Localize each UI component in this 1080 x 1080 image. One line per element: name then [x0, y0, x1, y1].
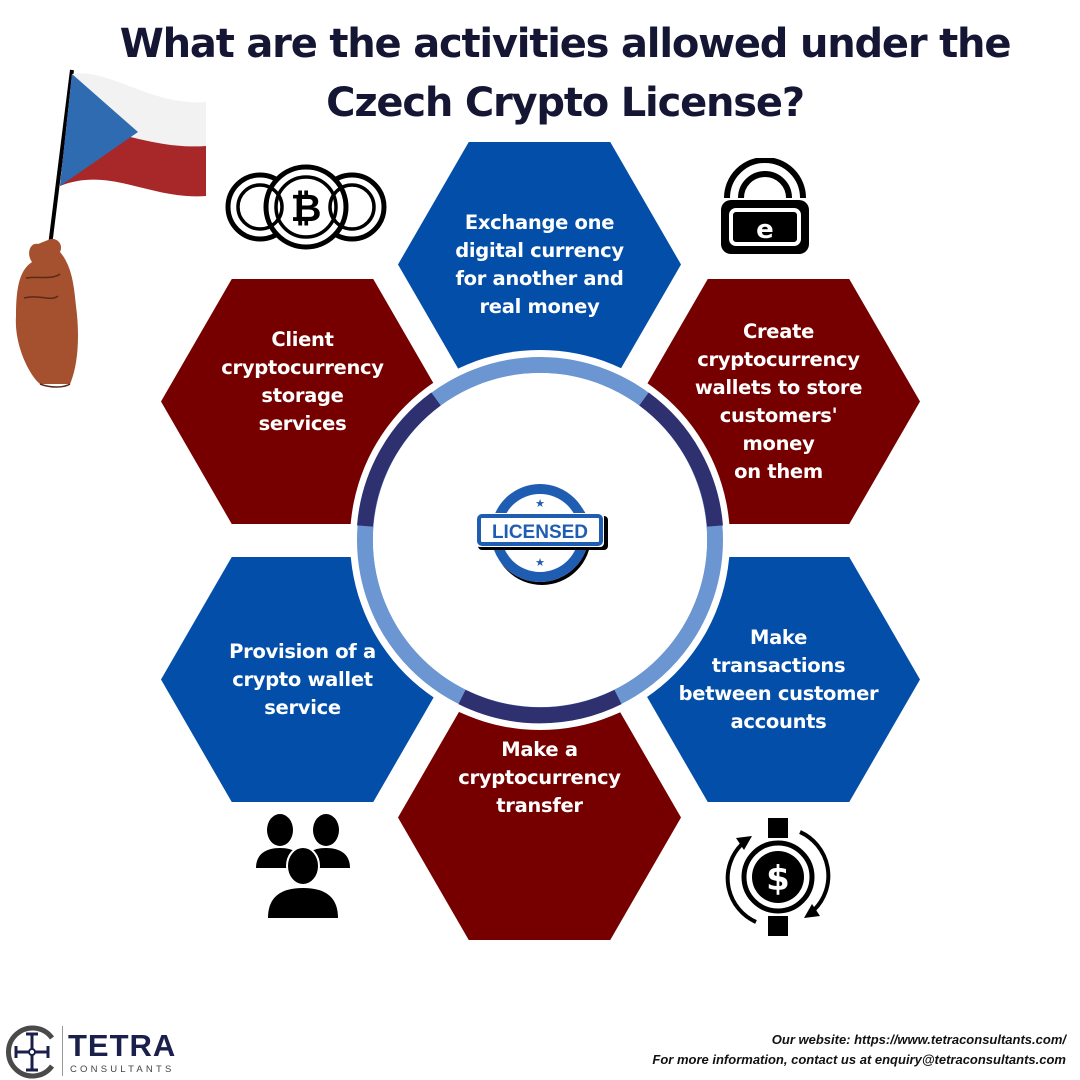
center-ring: [350, 350, 730, 730]
logo-wordmark: TETRA: [68, 1028, 177, 1063]
activity-label: Client cryptocurrency storage services: [221, 327, 384, 435]
page-title-line-2: Czech Crypto License?: [326, 80, 805, 126]
footer-contact: Our website: https://www.tetraconsultant…: [652, 1030, 1066, 1070]
dollar-blockchain-cycle-icon: $: [725, 818, 831, 936]
svg-text:₿: ₿: [291, 186, 322, 230]
activity-label: Make a cryptocurrency transfer: [458, 737, 621, 817]
contactless-e-payment-icon: e: [721, 158, 809, 254]
activity-label: Provision of a crypto wallet service: [229, 639, 376, 719]
svg-text:$: $: [766, 859, 790, 899]
svg-text:★: ★: [535, 497, 545, 510]
svg-text:LICENSED: LICENSED: [492, 522, 588, 543]
svg-text:★: ★: [535, 556, 545, 569]
svg-text:e: e: [756, 215, 774, 245]
website-link[interactable]: Our website: https://www.tetraconsultant…: [771, 1032, 1066, 1047]
logo-divider: [62, 1026, 63, 1076]
activity-label: Make transactions between customer accou…: [678, 625, 879, 733]
activity-label: Exchange one digital currency for anothe…: [455, 210, 624, 318]
licensed-stamp-icon: ★ ★ LICENSED: [476, 484, 608, 585]
tetra-logo: TETRA CONSULTANTS: [4, 1024, 177, 1080]
logo-subtitle: CONSULTANTS: [70, 1064, 175, 1075]
activity-label: Create cryptocurrency wallets to store c…: [694, 319, 863, 483]
bitcoin-coins-icon: ₿: [225, 164, 387, 250]
page-title-line-1: What are the activities allowed under th…: [119, 21, 1012, 67]
contact-email-text[interactable]: For more information, contact us at enqu…: [652, 1052, 1066, 1067]
czech-flag-in-hand-icon: [15, 69, 206, 388]
tetra-logo-mark-icon: [6, 1025, 55, 1079]
user-group-icon: [256, 814, 350, 918]
